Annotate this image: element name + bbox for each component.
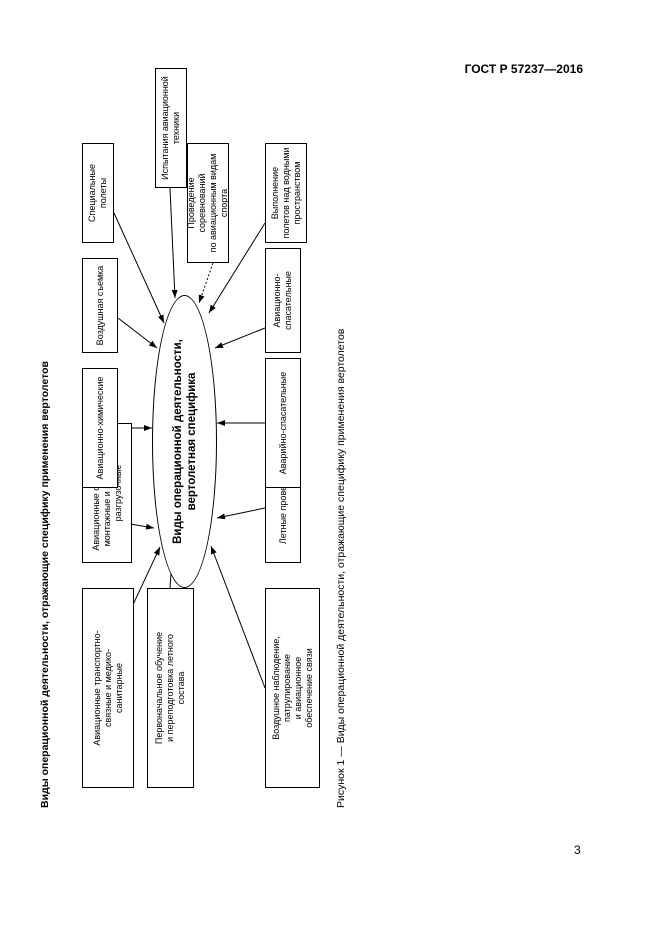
arrow-aerial-survey — [117, 317, 158, 349]
arrow-flight-checks — [216, 507, 266, 520]
box-transport-medical: Авиационные транспортно- связные и медик… — [82, 588, 134, 788]
arrow-sports — [198, 262, 214, 304]
diagram-rotated-figure: Виды операционной деятельности, отражающ… — [37, 48, 377, 808]
figure-caption: Рисунок 1 — Виды операционной деятельнос… — [335, 328, 347, 808]
box-chemical: Авиационно-химические — [82, 368, 118, 488]
box-observation-patrol: Воздушное наблюдение, патрулирование и а… — [265, 588, 320, 788]
box-emergency-rescue: Аварийно-спасательные — [265, 358, 301, 488]
box-water-flights: Выполнение полетов над водными пространс… — [265, 143, 307, 243]
box-sports-competitions: Проведение соревнований по авиационным в… — [186, 143, 229, 263]
arrow-aviation-rescue — [214, 327, 266, 349]
arrow-special — [113, 212, 165, 324]
box-testing: Испытания авиационной техники — [155, 68, 187, 188]
box-aerial-survey: Воздушная съемка — [82, 258, 118, 353]
box-aviation-rescue: Авиационно- спасательные — [265, 248, 301, 353]
arrow-testing — [169, 187, 178, 299]
arrow-water-flights — [208, 222, 266, 314]
arrow-observation — [210, 545, 266, 689]
page-number: 3 — [574, 843, 581, 857]
center-ellipse: Виды операционной деятельности, вертолет… — [152, 295, 217, 588]
box-training: Первоначальное обучение и переподготовка… — [147, 588, 194, 788]
box-special-flights: Специальные полеты — [82, 143, 114, 243]
document-header: ГОСТ Р 57237—2016 — [464, 62, 583, 76]
